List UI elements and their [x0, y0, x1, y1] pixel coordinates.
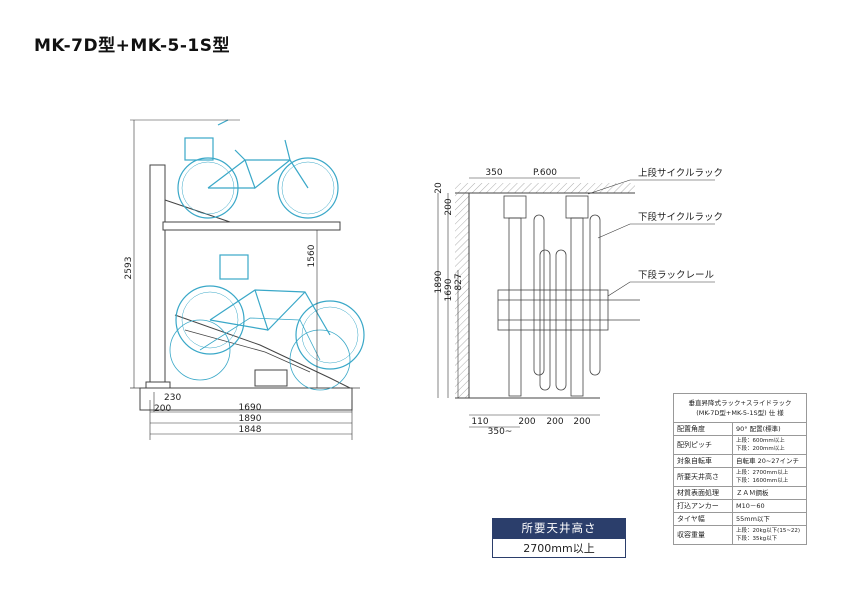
dim-110: 110: [471, 417, 488, 427]
spec-key: 所要天井高さ: [673, 467, 733, 487]
dim-top-350: 350: [485, 168, 502, 178]
spec-key: 収容重量: [673, 525, 733, 545]
spec-row: 所要天井高さ 上段：2700mm以上 下段：1600mm以上: [673, 467, 807, 487]
ceiling-height-value: 2700mm以上: [492, 538, 626, 558]
spec-header: 垂直昇降式ラック+スライドラック (MK-7D型+MK-5-1S型) 仕 様: [673, 393, 807, 423]
spec-row: 対象自転車 自転車 20~27インチ: [673, 454, 807, 468]
dim-1848: 1848: [239, 425, 262, 435]
dim-200-front: 200: [444, 198, 454, 215]
spec-key: 対象自転車: [673, 454, 733, 468]
ceiling-height-box: 所要天井高さ 2700mm以上: [492, 518, 626, 560]
dim-1690-front: 1690: [444, 278, 454, 301]
spec-value-line: 上段：600mm以上: [736, 438, 785, 444]
callout-lower-rail: 下段ラックレール: [638, 269, 715, 281]
dim-230: 230: [164, 393, 181, 403]
page-title: MK-7D型+MK-5-1S型: [34, 36, 230, 56]
spec-table: 垂直昇降式ラック+スライドラック (MK-7D型+MK-5-1S型) 仕 様 配…: [673, 393, 807, 545]
dim-pitch: P.600: [533, 168, 557, 178]
dim-1690: 1690: [239, 403, 262, 413]
upper-bicycle: [177, 119, 339, 219]
ceiling-height-label: 所要天井高さ: [492, 518, 626, 538]
spec-row: 収容重量 上段：20kg以下(15~22) 下段：35kg以下: [673, 525, 807, 545]
spec-value: 上段：600mm以上 下段：200mm以上: [732, 435, 807, 455]
lower-bicycles: [169, 254, 365, 391]
spec-key: 材質表面処理: [673, 486, 733, 500]
spec-row: 打込アンカー M10－60: [673, 499, 807, 513]
spec-header-line1: 垂直昇降式ラック+スライドラック: [688, 399, 792, 407]
spec-value-line: 下段：200mm以上: [736, 446, 785, 452]
ceiling-hatch: [455, 183, 635, 193]
dim-1890: 1890: [239, 414, 262, 424]
spec-header-row: 垂直昇降式ラック+スライドラック (MK-7D型+MK-5-1S型) 仕 様: [673, 393, 807, 423]
dim-827: 827: [454, 273, 464, 290]
spec-value: M10－60: [732, 499, 807, 513]
spec-value-line: 上段：2700mm以上: [736, 470, 789, 476]
spec-key: 配置角度: [673, 422, 733, 436]
dim-200-foot: 200: [154, 404, 171, 414]
upper-tray: [162, 221, 341, 231]
spec-row: 配置角度 90° 配置(標準): [673, 422, 807, 436]
spec-value: ＺＡＭ鋼板: [732, 486, 807, 500]
wall-hatch: [455, 193, 469, 398]
vertical-post: [149, 164, 166, 389]
spec-value: 55mm以下: [732, 512, 807, 526]
dim-350-bottom: 350~: [488, 427, 513, 437]
dim-1890-front: 1890: [434, 270, 444, 293]
lower-rail: [497, 249, 640, 391]
spec-key: 配列ピッチ: [673, 435, 733, 455]
spec-header-line2: (MK-7D型+MK-5-1S型) 仕 様: [696, 409, 784, 417]
spec-key: タイヤ幅: [673, 512, 733, 526]
dim-200-b2: 200: [546, 417, 563, 427]
spec-value: 上段：20kg以下(15~22) 下段：35kg以下: [732, 525, 807, 545]
spec-value-line: 上段：20kg以下(15~22): [736, 528, 801, 534]
spec-row: タイヤ幅 55mm以下: [673, 512, 807, 526]
spec-row: 配列ピッチ 上段：600mm以上 下段：200mm以上: [673, 435, 807, 455]
spec-value: 自転車 20~27インチ: [732, 454, 807, 468]
front-view: 上段サイクルラック 下段サイクルラック 下段ラックレール 350 P.600 2…: [434, 167, 723, 437]
dim-200-b3: 200: [573, 417, 590, 427]
dim-2593: 2593: [124, 257, 134, 280]
spec-row: 材質表面処理 ＺＡＭ鋼板: [673, 486, 807, 500]
spec-value: 90° 配置(標準): [732, 422, 807, 436]
callout-lower-rack: 下段サイクルラック: [638, 211, 723, 223]
spec-value: 上段：2700mm以上 下段：1600mm以上: [732, 467, 807, 487]
lower-ramp: [174, 314, 351, 389]
dim-200-b1: 200: [518, 417, 535, 427]
callout-upper-rack: 上段サイクルラック: [638, 167, 723, 179]
upper-rack: [503, 195, 601, 397]
spec-value-line: 下段：1600mm以上: [736, 478, 789, 484]
dim-1560: 1560: [307, 244, 317, 267]
spec-value-line: 下段：35kg以下: [736, 536, 778, 542]
side-view: 2593 1560 230 200 1690 1890 1848: [124, 119, 365, 440]
dim-20: 20: [434, 182, 444, 194]
spec-key: 打込アンカー: [673, 499, 733, 513]
